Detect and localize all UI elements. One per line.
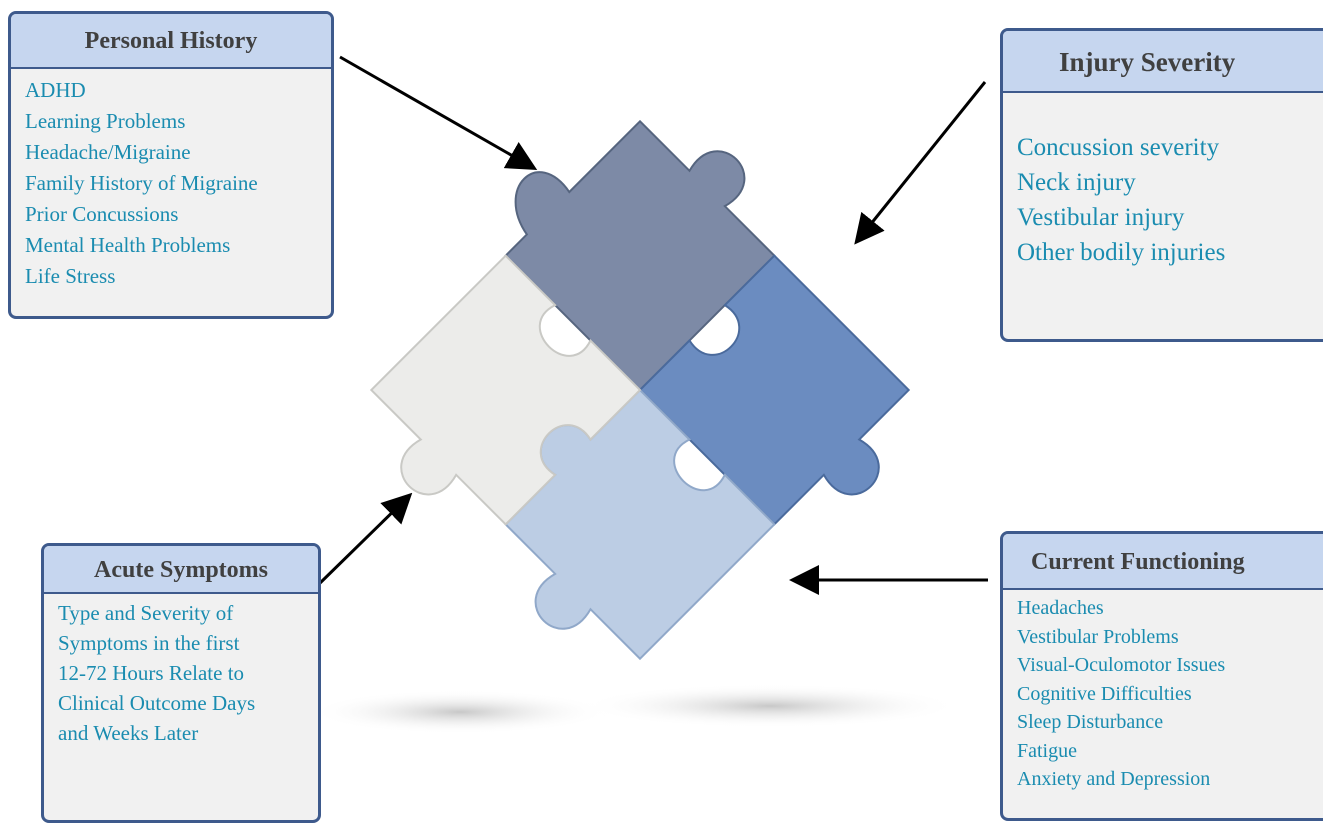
list-item: Headaches xyxy=(1017,597,1104,619)
acute-symptoms-box: Acute Symptoms Type and Severity of Symp… xyxy=(41,543,321,823)
current-functioning-box: Current Functioning Headaches Vestibular… xyxy=(1000,531,1323,821)
list-item: Headache/Migraine xyxy=(25,140,191,164)
text-line: Clinical Outcome Days xyxy=(58,691,256,715)
list-item: Mental Health Problems xyxy=(25,233,231,257)
list-item: Other bodily injuries xyxy=(1017,239,1226,266)
current-functioning-title: Current Functioning xyxy=(1003,534,1323,590)
list-item: Neck injury xyxy=(1017,169,1136,196)
injury-severity-title: Injury Severity xyxy=(1003,31,1323,93)
list-item: Anxiety and Depression xyxy=(1017,768,1211,790)
list-item: Prior Concussions xyxy=(25,202,179,226)
list-item: Concussion severity xyxy=(1017,134,1220,161)
injury-severity-box: Injury Severity Concussion severity Neck… xyxy=(1000,28,1323,342)
list-item: Sleep Disturbance xyxy=(1017,711,1164,733)
acute-symptoms-text: Type and Severity of Symptoms in the fir… xyxy=(44,594,318,748)
list-item: Vestibular injury xyxy=(1017,204,1185,231)
personal-history-list: ADHD Learning Problems Headache/Migraine… xyxy=(11,69,331,292)
puzzle-piece-left xyxy=(369,254,642,526)
list-item: Learning Problems xyxy=(25,109,186,133)
personal-history-title: Personal History xyxy=(11,14,331,69)
list-item: Life Stress xyxy=(25,264,116,288)
personal-history-box: Personal History ADHD Learning Problems … xyxy=(8,11,334,319)
list-item: Fatigue xyxy=(1017,739,1077,762)
text-line: and Weeks Later xyxy=(58,721,199,745)
list-item: ADHD xyxy=(25,78,86,102)
list-item: Cognitive Difficulties xyxy=(1017,682,1192,705)
list-item: Family History of Migraine xyxy=(25,171,258,195)
list-item: Vestibular Problems xyxy=(1017,625,1179,648)
current-functioning-list: Headaches Vestibular Problems Visual-Ocu… xyxy=(1003,590,1323,794)
injury-severity-list: Concussion severity Neck injury Vestibul… xyxy=(1003,93,1323,270)
list-item: Visual-Oculomotor Issues xyxy=(1017,654,1226,676)
puzzle-shadow xyxy=(580,684,960,728)
text-line: Type and Severity of xyxy=(58,601,234,625)
puzzle-piece-right xyxy=(638,254,911,526)
puzzle-shadow xyxy=(310,690,610,734)
acute-symptoms-title: Acute Symptoms xyxy=(44,546,318,594)
text-line: Symptoms in the first xyxy=(58,631,240,655)
puzzle-graphic xyxy=(310,119,960,734)
text-line: 12-72 Hours Relate to xyxy=(58,661,245,685)
